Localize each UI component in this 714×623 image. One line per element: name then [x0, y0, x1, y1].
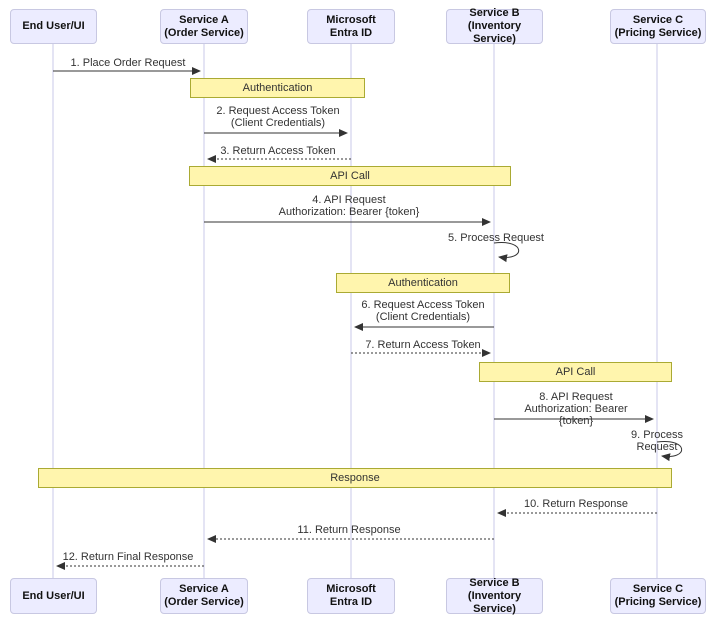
note-authentication-2: Authentication — [336, 273, 510, 293]
actor-top-entra-id: Microsoft Entra ID — [307, 9, 395, 44]
actor-bottom-end-user: End User/UI — [10, 578, 97, 614]
actor-bottom-service-c: Service C (Pricing Service) — [610, 578, 706, 614]
message-label-4: 4. API Request Authorization: Bearer {to… — [278, 194, 420, 218]
message-label-8: 8. API Request Authorization: Bearer {to… — [524, 391, 628, 427]
actor-top-service-b: Service B (Inventory Service) — [446, 7, 543, 45]
self-loop-msg-9 — [656, 441, 683, 462]
message-label-12: 12. Return Final Response — [62, 551, 194, 563]
message-label-11: 11. Return Response — [297, 524, 401, 536]
message-label-5: 5. Process Request — [448, 232, 544, 244]
message-label-10: 10. Return Response — [524, 498, 628, 510]
message-label-6: 6. Request Access Token (Client Credenti… — [361, 299, 485, 323]
actor-bottom-service-b: Service B (Inventory Service) — [446, 577, 543, 615]
note-api-call-1: API Call — [189, 166, 511, 186]
actor-bottom-entra-id: Microsoft Entra ID — [307, 578, 395, 614]
message-label-9: 9. Process Request — [631, 429, 683, 453]
actor-top-end-user: End User/UI — [10, 9, 97, 44]
message-label-1: 1. Place Order Request — [70, 57, 186, 69]
actor-top-service-a: Service A (Order Service) — [160, 9, 248, 44]
message-label-2: 2. Request Access Token (Client Credenti… — [216, 105, 340, 129]
actor-bottom-service-a: Service A (Order Service) — [160, 578, 248, 614]
note-response: Response — [38, 468, 672, 488]
actor-top-service-c: Service C (Pricing Service) — [610, 9, 706, 44]
self-loop-msg-5 — [493, 242, 520, 263]
message-label-7: 7. Return Access Token — [365, 339, 481, 351]
note-api-call-2: API Call — [479, 362, 672, 382]
message-label-3: 3. Return Access Token — [220, 145, 336, 157]
note-authentication-1: Authentication — [190, 78, 365, 98]
